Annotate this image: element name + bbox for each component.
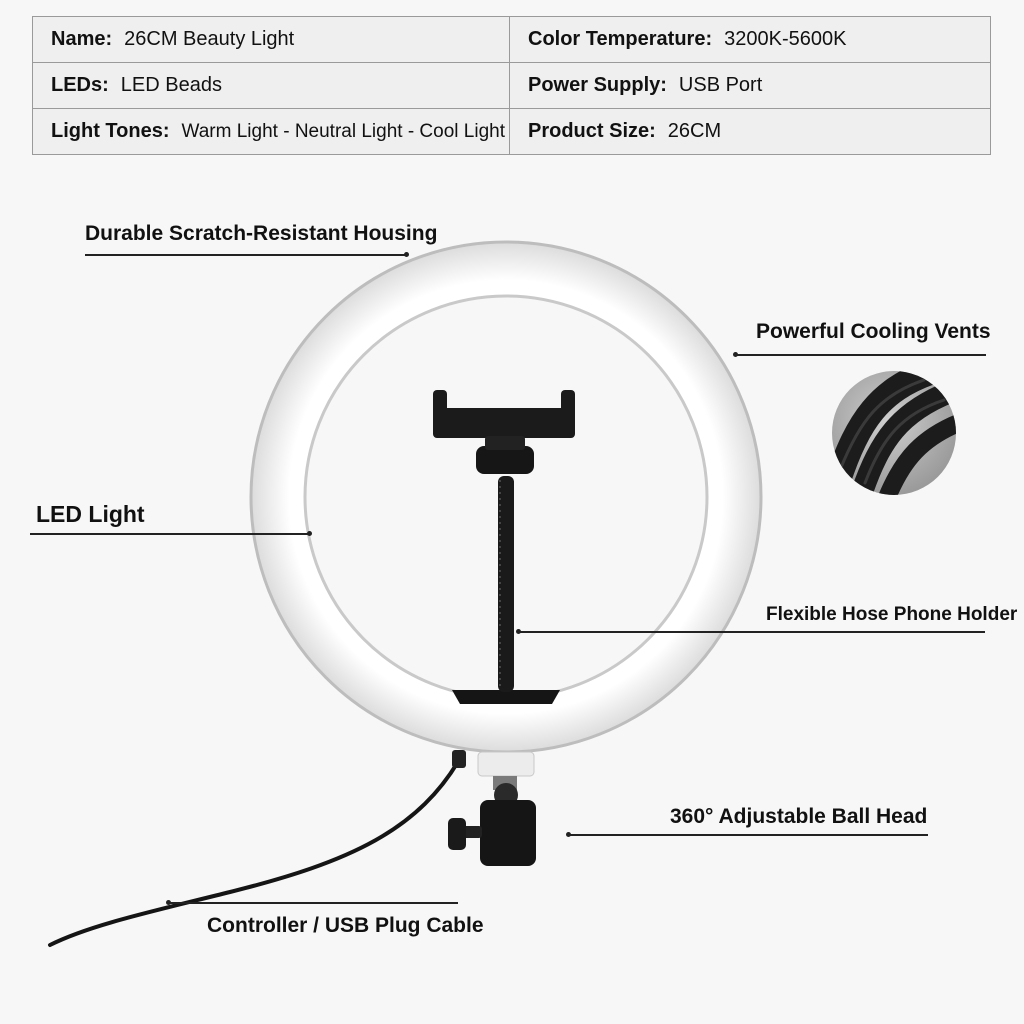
spec-label: Light Tones: <box>51 120 170 142</box>
callout-dot <box>566 832 571 837</box>
spec-label: Name: <box>51 28 113 50</box>
spec-label: Power Supply: <box>528 74 667 96</box>
callout-dot <box>733 352 738 357</box>
callout-line <box>168 902 458 904</box>
callout-line <box>85 254 407 256</box>
spec-value: LED Beads <box>120 74 222 96</box>
cable-plug <box>452 750 466 768</box>
spec-cell: Product Size: 26CM <box>509 108 991 155</box>
gooseneck-icon <box>452 446 560 704</box>
spec-cell: Power Supply: USB Port <box>509 62 991 109</box>
spec-label: Color Temperature: <box>528 28 713 50</box>
callout-cable: Controller / USB Plug Cable <box>207 914 484 937</box>
callout-cooling: Powerful Cooling Vents <box>756 320 991 343</box>
spec-value: USB Port <box>678 74 763 96</box>
spec-value: Warm Light - Neutral Light - Cool Light <box>181 121 505 142</box>
spec-label: LEDs: <box>51 74 109 96</box>
callout-dot <box>166 900 171 905</box>
spec-cell: Name: 26CM Beauty Light <box>32 16 510 63</box>
callout-dot <box>516 629 521 634</box>
spec-row: Light Tones: Warm Light - Neutral Light -… <box>32 108 991 155</box>
spec-row: Name: 26CM Beauty Light Color Temperature… <box>32 16 991 63</box>
callout-line <box>30 533 310 535</box>
spec-value: 26CM Beauty Light <box>124 28 295 50</box>
spec-row: LEDs: LED Beads Power Supply: USB Port <box>32 62 991 109</box>
usb-cable-icon <box>48 753 464 947</box>
callout-ballhead: 360° Adjustable Ball Head <box>670 805 928 828</box>
callout-line <box>568 834 928 836</box>
spec-value: 3200K-5600K <box>724 28 847 50</box>
phone-clamp-icon <box>433 390 575 450</box>
cooling-vent-icon <box>832 371 956 495</box>
callout-led: LED Light <box>36 501 145 527</box>
callout-housing: Durable Scratch-Resistant Housing <box>85 222 438 245</box>
callout-dot <box>307 531 312 536</box>
spec-cell: Light Tones: Warm Light - Neutral Light -… <box>32 108 510 155</box>
ball-head-icon <box>448 751 536 866</box>
spec-cell: Color Temperature: 3200K-5600K <box>509 16 991 63</box>
spec-cell: LEDs: LED Beads <box>32 62 510 109</box>
callout-dot <box>404 252 409 257</box>
spec-label: Product Size: <box>528 120 656 142</box>
spec-table: Name: 26CM Beauty Light Color Temperature… <box>32 16 991 155</box>
callout-holder: Flexible Hose Phone Holder <box>766 604 1018 625</box>
callout-line <box>736 354 986 356</box>
callout-line <box>518 631 985 633</box>
spec-value: 26CM <box>667 120 722 142</box>
